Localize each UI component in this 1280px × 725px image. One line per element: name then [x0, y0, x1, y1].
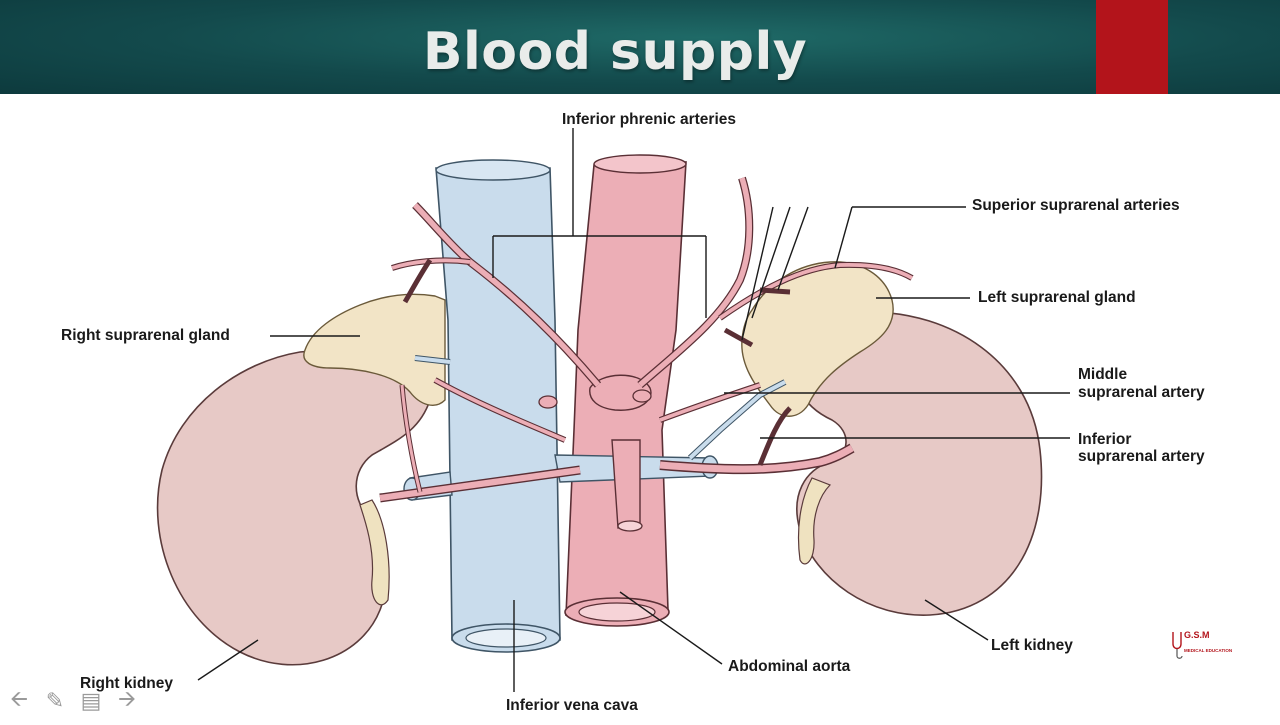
label-abdominal-aorta: Abdominal aorta	[728, 658, 851, 675]
forward-arrow-icon[interactable]: 🡪	[118, 687, 136, 712]
label-inferior-phrenic-arteries: Inferior phrenic arteries	[562, 111, 737, 128]
label-right-kidney: Right kidney	[80, 675, 174, 692]
label-inferior-suprarenal-artery-line2: suprarenal artery	[1078, 448, 1205, 465]
diagram-illustration	[156, 128, 1070, 692]
aorta-top-opening	[593, 154, 687, 174]
label-right-suprarenal-gland: Right suprarenal gland	[61, 327, 230, 344]
gsm-logo: G.S.M MEDICAL EDUCATION	[1170, 628, 1244, 660]
header-accent-block	[1096, 0, 1168, 94]
logo-tagline: MEDICAL EDUCATION	[1184, 648, 1233, 653]
stethoscope-icon	[1172, 632, 1183, 659]
slide-title: Blood supply	[422, 22, 808, 82]
label-left-suprarenal-gland: Left suprarenal gland	[978, 289, 1136, 306]
ivc-top-opening	[435, 159, 551, 181]
slide-header	[0, 0, 1280, 94]
label-inferior-vena-cava: Inferior vena cava	[506, 697, 638, 714]
left-kidney-pelvis	[797, 477, 832, 565]
adrenal-blood-supply-diagram: Inferior phrenic arteries Superior supra…	[0, 94, 1280, 720]
logo-name: G.S.M	[1184, 630, 1210, 640]
notes-icon[interactable]: ▤	[80, 688, 102, 714]
label-inferior-suprarenal-artery-line1: Inferior	[1078, 431, 1132, 448]
leader-lines	[197, 128, 1070, 692]
label-left-kidney: Left kidney	[991, 637, 1073, 654]
label-middle-suprarenal-artery-line2: suprarenal artery	[1078, 384, 1205, 401]
right-kidney-shape	[156, 350, 432, 666]
right-suprarenal-gland-shape	[303, 293, 446, 406]
celiac-trunk	[589, 374, 652, 411]
right-kidney-pelvis	[359, 499, 390, 606]
slide-navigation: 🡨 ✎ ▤ 🡪	[6, 687, 140, 714]
pen-icon[interactable]: ✎	[45, 688, 65, 714]
back-arrow-icon[interactable]: 🡨	[10, 687, 28, 712]
label-superior-suprarenal-arteries: Superior suprarenal arteries	[972, 197, 1180, 214]
label-middle-suprarenal-artery-line1: Middle	[1078, 366, 1128, 383]
left-suprarenal-gland-shape	[741, 261, 894, 417]
